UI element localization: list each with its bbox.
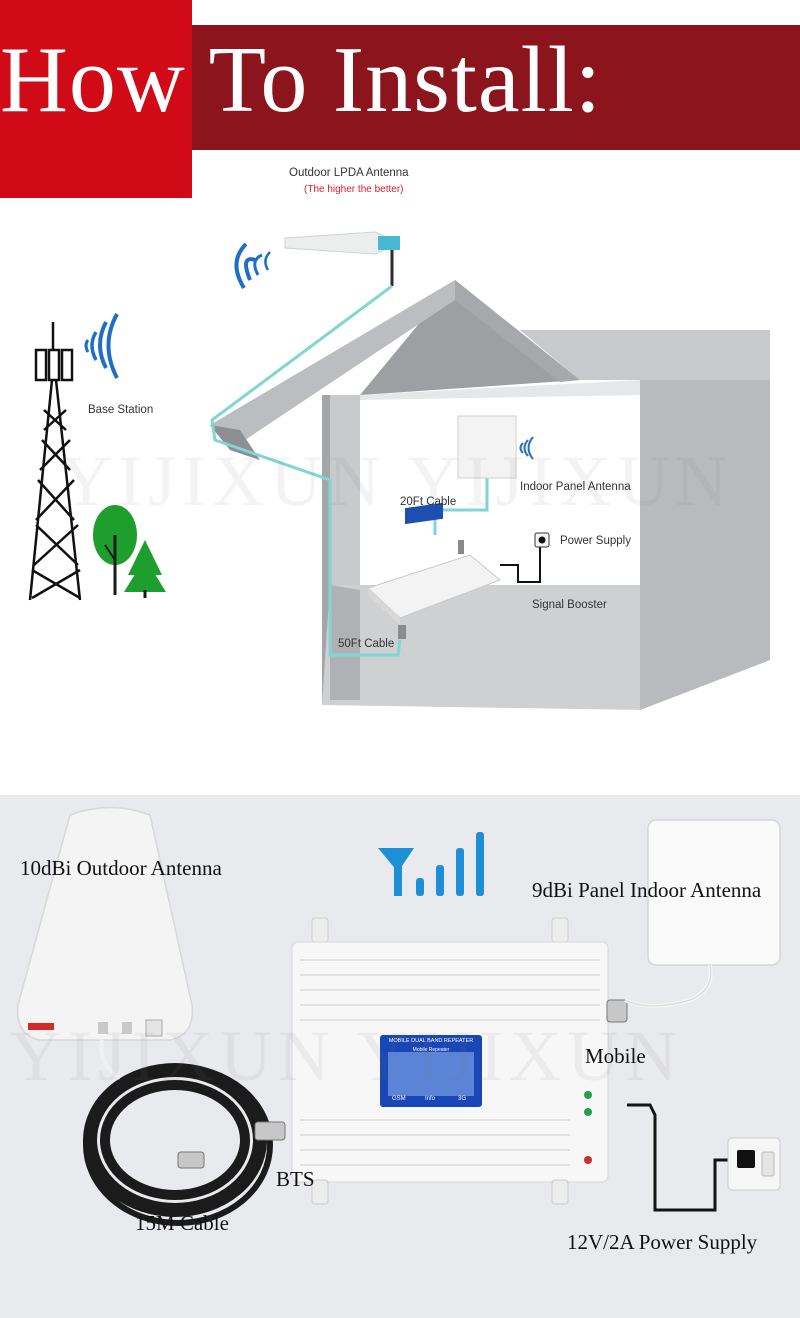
- header-red-block: [0, 0, 192, 198]
- power-adapter-image: [737, 1150, 755, 1168]
- led-green-2: [584, 1108, 592, 1116]
- panel-antenna-caption: 9dBi Panel Indoor Antenna: [532, 878, 762, 902]
- watermark-top: YIJIXUN YIJIXUN: [60, 441, 734, 521]
- signal-booster-label: Signal Booster: [532, 599, 607, 611]
- power-cord: [627, 1103, 740, 1212]
- header-dark-banner: [192, 25, 800, 150]
- tower-signal-icon: [84, 339, 90, 353]
- n-connector: [254, 1121, 286, 1141]
- power-supply-caption: 12V/2A Power Supply: [567, 1230, 758, 1254]
- booster-screen: [405, 502, 443, 525]
- repeater-unit-image: [291, 917, 628, 1205]
- panel-indoor-antenna-image: [647, 819, 781, 966]
- house-gable: [360, 280, 580, 395]
- power-supply-label: Power Supply: [560, 535, 631, 547]
- bts-port-caption: BTS: [276, 1167, 315, 1191]
- cable-50ft: [210, 284, 402, 657]
- house-install-diagram: [28, 231, 770, 710]
- base-station-label: Base Station: [88, 404, 154, 416]
- outdoor-antenna-label: Outdoor LPDA Antenna: [289, 167, 409, 179]
- indoor-signal-icon: [519, 442, 524, 454]
- outdoor-antenna-image: [16, 806, 194, 1041]
- page-title: How To Install:: [0, 28, 602, 132]
- watermark-bottom: YIJIXUN YIJIXUN: [10, 1016, 684, 1096]
- antenna-bracket: [378, 236, 400, 250]
- antenna-arrow-tag: [28, 1023, 54, 1030]
- mobile-port-caption: Mobile: [585, 1044, 646, 1068]
- cable-50ft-label: 50Ft Cable: [338, 638, 395, 650]
- cable-20ft: [433, 476, 489, 535]
- antenna-signal-icon: [244, 257, 256, 281]
- signal-bars-icon: [378, 832, 484, 896]
- led-green-1: [584, 1091, 592, 1099]
- cable-20ft-label: 20Ft Cable: [400, 496, 457, 508]
- indoor-panel-label: Indoor Panel Antenna: [520, 481, 631, 493]
- screen-info-label: Info: [425, 1096, 436, 1102]
- outdoor-antenna-caption: 10dBi Outdoor Antenna: [20, 856, 222, 880]
- screen-3g-label: 3G: [458, 1096, 467, 1102]
- signal-booster: [367, 554, 501, 619]
- house-roof-left: [210, 280, 455, 450]
- house-side-wall: [640, 330, 770, 710]
- repeater-screen-title: MOBILE DUAL BAND REPEATER: [388, 1038, 474, 1044]
- led-red: [584, 1156, 592, 1164]
- indoor-panel-antenna: [457, 415, 517, 479]
- base-station-tower: [28, 322, 82, 601]
- house-roof-right: [520, 330, 770, 380]
- screen-gsm-label: GSM: [392, 1096, 406, 1102]
- repeater-screen-sub: Mobile Repeater: [412, 1047, 450, 1053]
- cable-caption: 15M Cable: [135, 1211, 229, 1235]
- tree-icons: [93, 505, 166, 598]
- outdoor-antenna-note: (The higher the better): [304, 184, 404, 195]
- power-cable: [500, 545, 541, 583]
